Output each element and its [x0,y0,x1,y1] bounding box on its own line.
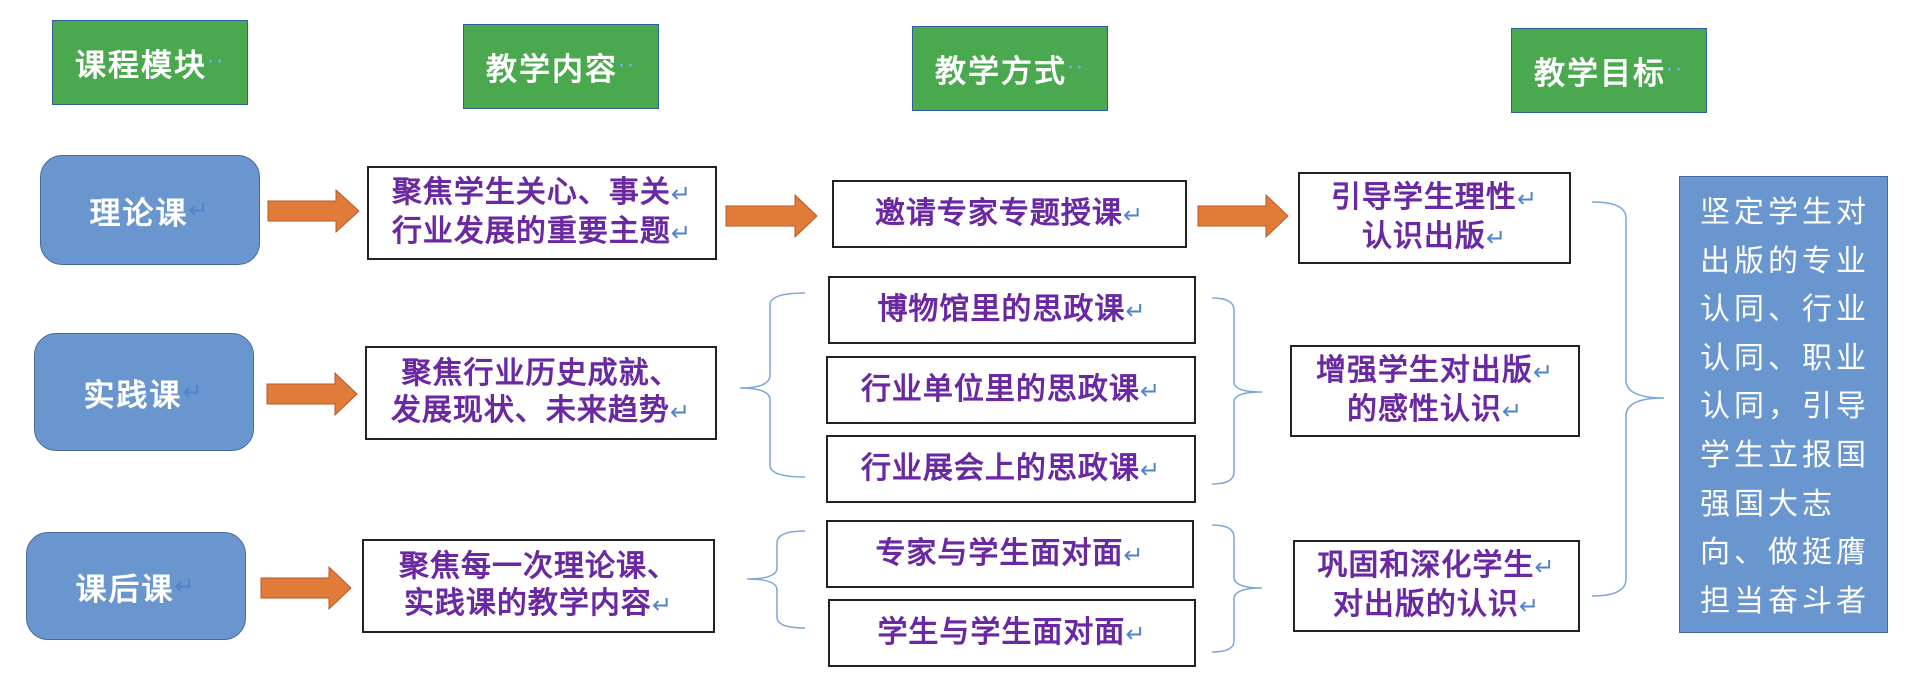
arrow-content-to-method [725,193,818,239]
brace-after-class-methods [746,530,806,629]
objective-consolidate: 巩固和深化学生↵ 对出版的认识↵ [1293,540,1580,632]
content-box-practice: 聚焦行业历史成就、 发展现状、未来趋势↵ [365,346,717,440]
content-line: 实践课的教学内容↵ [403,586,674,621]
brace-objectives-to-goal [1591,201,1665,597]
method-label: 邀请专家专题授课 [874,195,1123,231]
method-student-student: 学生与学生面对面↵ [828,599,1196,667]
arrow-practice-to-content [266,371,358,417]
content-line: 聚焦每一次理论课、 [399,549,678,584]
header-label: 教学目标 [1534,56,1666,92]
module-label: 理论课 [89,195,189,232]
method-label: 博物馆里的思政课 [877,291,1126,327]
method-museum: 博物馆里的思政课↵ [828,276,1196,344]
method-label: 行业单位里的思政课 [860,371,1140,407]
module-practice-course: 实践课↵ [34,333,254,451]
header-label: 课程模块 [75,48,207,84]
header-course-module: 课程模块·· [52,20,248,105]
method-expert-lecture: 邀请专家专题授课↵ [832,180,1187,248]
brace-after-class-objective [1211,524,1263,653]
arrow-method-to-objective [1197,193,1289,239]
header-label: 教学内容 [486,52,618,88]
content-line: 行业发展的重要主题↵ [391,214,693,249]
module-label: 实践课 [83,377,183,414]
method-label: 行业展会上的思政课 [860,450,1140,486]
brace-practice-objective [1211,297,1263,485]
final-goal-text: 坚定学生对出版的专业认同、行业认同、职业认同，引导学生立报国强国大志向、做挺膺担… [1700,195,1870,619]
content-box-after-class: 聚焦每一次理论课、 实践课的教学内容↵ [362,539,715,633]
header-teaching-method: 教学方式·· [912,26,1108,111]
content-line: 聚焦行业历史成就、 [401,356,681,391]
module-after-class-course: 课后课↵ [26,532,246,640]
header-teaching-content: 教学内容·· [463,24,659,109]
content-box-theory: 聚焦学生关心、事关↵ 行业发展的重要主题↵ [367,166,717,260]
objective-perceptual: 增强学生对出版↵ 的感性认识↵ [1290,345,1580,437]
arrow-theory-to-content [267,188,360,234]
final-goal-box: 坚定学生对出版的专业认同、行业认同、职业认同，引导学生立报国强国大志向、做挺膺担… [1679,176,1888,633]
module-label: 课后课 [75,571,175,608]
method-label: 学生与学生面对面 [877,614,1126,650]
header-teaching-goal: 教学目标·· [1511,28,1707,113]
method-expert-student: 专家与学生面对面↵ [826,520,1194,588]
module-theory-course: 理论课↵ [40,155,260,265]
content-line: 发展现状、未来趋势↵ [390,393,692,428]
brace-practice-methods [739,292,806,478]
header-label: 教学方式 [935,54,1067,90]
method-label: 专家与学生面对面 [875,535,1124,571]
objective-rational: 引导学生理性↵ 认识出版↵ [1298,172,1571,264]
method-industry-unit: 行业单位里的思政课↵ [826,356,1196,424]
method-industry-exhibition: 行业展会上的思政课↵ [826,435,1196,503]
content-line: 聚焦学生关心、事关↵ [391,175,693,210]
arrow-after-class-to-content [260,565,352,611]
